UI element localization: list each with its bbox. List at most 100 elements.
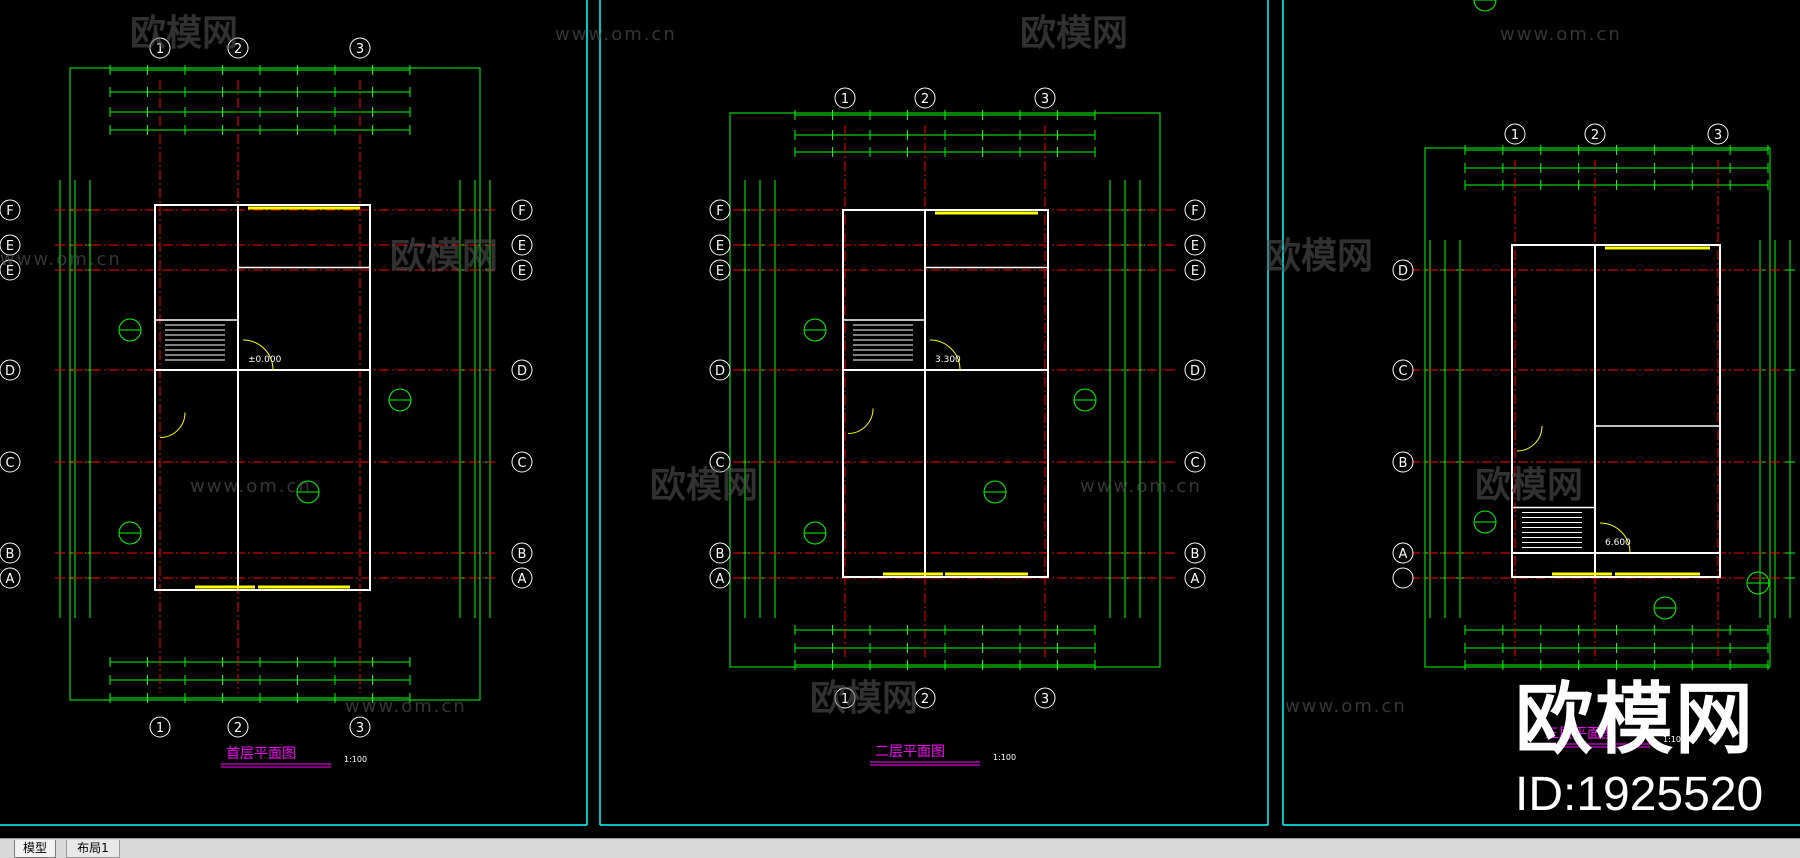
axis-bubble-label: F bbox=[716, 204, 723, 219]
dimension-frame bbox=[729, 112, 1161, 668]
axis-bubble bbox=[1034, 87, 1056, 109]
axis-bubble bbox=[914, 687, 936, 709]
axis-bubble-label: B bbox=[6, 547, 15, 562]
axis-bubble-label: C bbox=[517, 456, 526, 471]
watermark-logo: 欧模网 bbox=[650, 465, 758, 506]
axis-bubble-label: E bbox=[518, 239, 526, 254]
axis-bubble-label: 2 bbox=[234, 42, 242, 57]
axis-bubble bbox=[1707, 123, 1729, 145]
plan-scale: 1:100 bbox=[993, 753, 1016, 762]
axis-bubble-label: C bbox=[1398, 364, 1407, 379]
watermark-logo: 欧模网 bbox=[130, 13, 238, 54]
axis-bubble-label: E bbox=[6, 264, 14, 279]
axis-bubble bbox=[511, 451, 533, 473]
axis-bubble bbox=[0, 542, 21, 564]
axis-bubble-label: 3 bbox=[1041, 692, 1049, 707]
axis-bubble-label: F bbox=[6, 204, 13, 219]
axis-bubble-label: B bbox=[1399, 456, 1408, 471]
axis-bubble bbox=[1392, 359, 1414, 381]
tab-model[interactable]: 模型 bbox=[14, 840, 56, 858]
elevation-mark: 6.600 bbox=[1605, 538, 1631, 548]
axis-bubble bbox=[1392, 259, 1414, 281]
axis-bubble bbox=[511, 199, 533, 221]
axis-bubble bbox=[511, 234, 533, 256]
watermark-logo: 欧模网 bbox=[1020, 13, 1128, 54]
axis-bubble-label: A bbox=[1191, 572, 1200, 587]
door-swing bbox=[929, 339, 961, 371]
axis-bubble bbox=[709, 199, 731, 221]
watermark-url: www.om.cn bbox=[1285, 696, 1407, 717]
watermark-logo: 欧模网 bbox=[390, 236, 498, 277]
axis-bubble bbox=[349, 716, 371, 738]
axis-bubble-label: B bbox=[716, 547, 725, 562]
tab-layout1[interactable]: 布局1 bbox=[66, 840, 120, 858]
dimension-frame bbox=[69, 67, 481, 701]
axis-bubble-label: F bbox=[1191, 204, 1198, 219]
axis-bubble bbox=[1184, 359, 1206, 381]
plan-title: 首层平面图 bbox=[226, 746, 296, 762]
watermark-logo: 欧模网 bbox=[810, 678, 918, 719]
axis-bubble bbox=[1184, 451, 1206, 473]
door-swing bbox=[847, 408, 874, 434]
brand-watermark: 欧模网 ID:1925520 bbox=[1515, 675, 1800, 845]
exterior-wall bbox=[842, 209, 1049, 578]
axis-bubble-label: 1 bbox=[1511, 128, 1519, 143]
axis-bubble bbox=[0, 199, 21, 221]
elevation-mark: ±0.000 bbox=[248, 355, 282, 365]
door-swing bbox=[242, 339, 274, 371]
watermark-url: www.om.cn bbox=[345, 696, 467, 717]
door-swing bbox=[1599, 522, 1631, 554]
axis-bubble bbox=[1392, 451, 1414, 473]
axis-bubble-label: D bbox=[715, 364, 725, 379]
axis-bubble bbox=[1584, 123, 1606, 145]
plan-scale: 1:100 bbox=[1663, 735, 1686, 744]
exterior-wall bbox=[1511, 244, 1721, 578]
axis-bubble bbox=[709, 567, 731, 589]
axis-bubble bbox=[834, 87, 856, 109]
axis-bubble bbox=[709, 234, 731, 256]
axis-bubble bbox=[709, 259, 731, 281]
axis-bubble-label: F bbox=[518, 204, 525, 219]
axis-bubble bbox=[0, 259, 21, 281]
dimension-frame bbox=[1424, 147, 1771, 668]
axis-bubble-label: 2 bbox=[921, 92, 929, 107]
axis-bubble-label: A bbox=[1399, 547, 1408, 562]
axis-bubble-label: 3 bbox=[1714, 128, 1722, 143]
axis-bubble-label: E bbox=[6, 239, 14, 254]
watermark-logo: 欧模网 bbox=[1265, 236, 1373, 277]
axis-bubble-label: E bbox=[1191, 264, 1199, 279]
detail-callout bbox=[1473, 0, 1497, 12]
watermark-url: www.om.cn bbox=[1500, 24, 1622, 45]
axis-bubble bbox=[149, 716, 171, 738]
axis-bubble-label: E bbox=[716, 239, 724, 254]
axis-bubble bbox=[1184, 259, 1206, 281]
axis-bubble-label: C bbox=[1190, 456, 1199, 471]
axis-bubble-label: 1 bbox=[156, 721, 164, 736]
viewport-borders bbox=[0, 0, 1800, 826]
axis-bubble bbox=[0, 567, 21, 589]
axis-bubble bbox=[1184, 234, 1206, 256]
axis-bubble bbox=[511, 542, 533, 564]
axis-bubble-label: E bbox=[518, 264, 526, 279]
watermark-url: www.om.cn bbox=[555, 24, 677, 45]
axis-bubble-label: B bbox=[1191, 547, 1200, 562]
axis-bubble bbox=[1184, 199, 1206, 221]
axis-bubble bbox=[511, 259, 533, 281]
plan-title: 二层平面图 bbox=[875, 744, 945, 760]
axis-bubble bbox=[1504, 123, 1526, 145]
axis-bubble bbox=[0, 359, 21, 381]
watermark-logo: 欧模网 bbox=[1475, 465, 1583, 506]
axis-bubble bbox=[914, 87, 936, 109]
axis-bubble bbox=[511, 567, 533, 589]
axis-bubble bbox=[511, 359, 533, 381]
axis-bubble-label: D bbox=[1398, 264, 1408, 279]
axis-bubble-label: 1 bbox=[156, 42, 164, 57]
axis-bubble bbox=[834, 687, 856, 709]
watermark-url: www.om.cn bbox=[190, 476, 312, 497]
axis-bubble bbox=[0, 234, 21, 256]
